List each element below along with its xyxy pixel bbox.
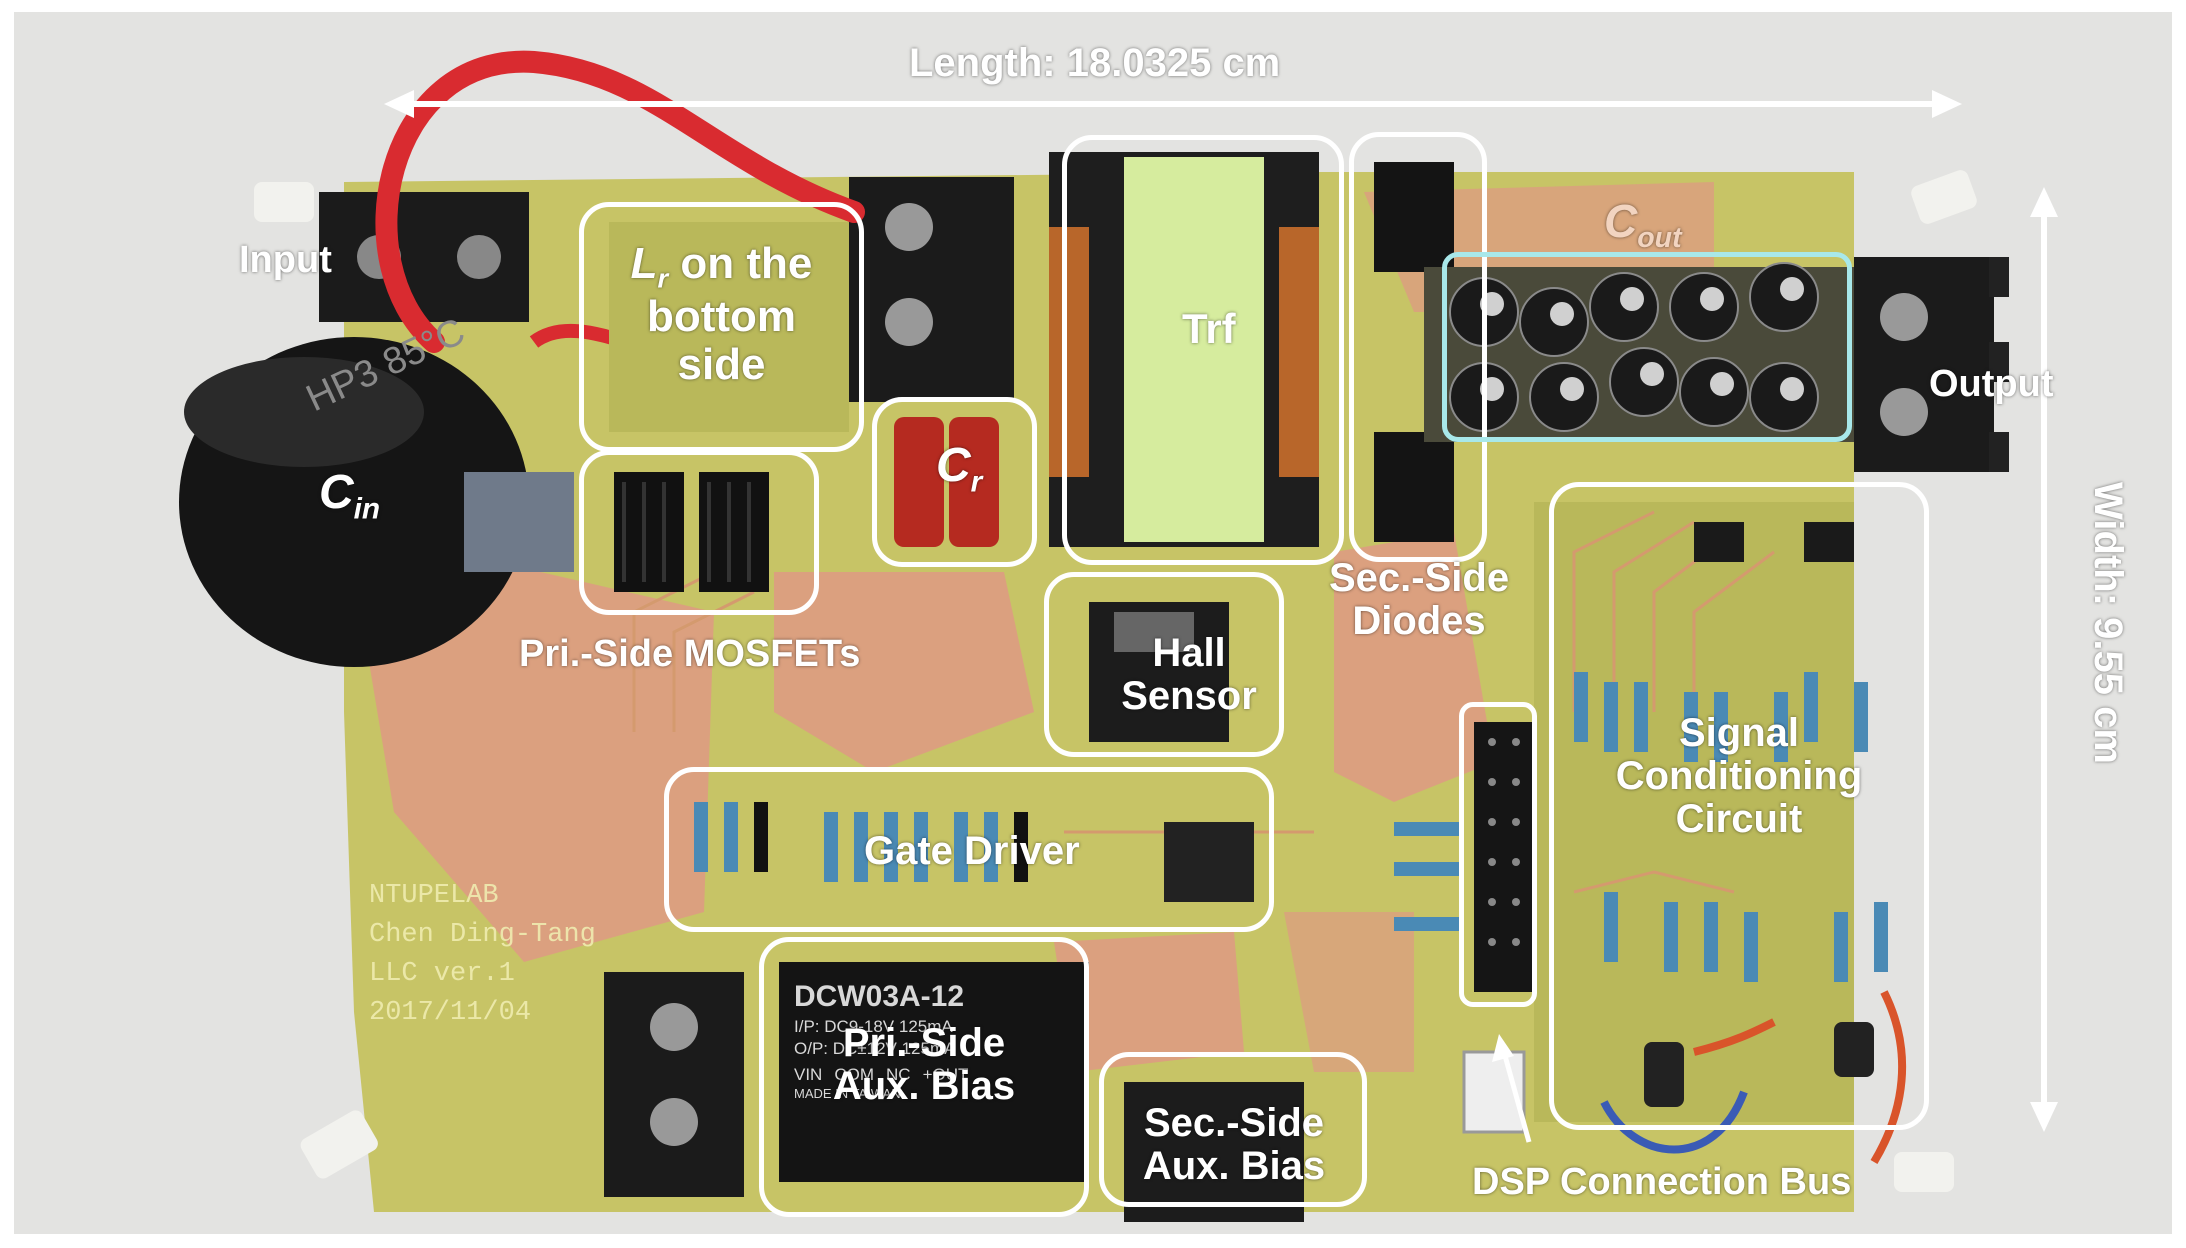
photo-frame: HP3 85°C <box>14 12 2172 1234</box>
sec-aux-text-2: Aux. Bias <box>1142 1144 1326 1189</box>
diodes-box <box>1349 132 1487 562</box>
gate-driver-parts <box>694 802 1254 902</box>
module-print: DCW03A-12 I/P: DC9-18V 125mA O/P: DC±12V… <box>794 977 1079 1103</box>
pri-aux-text-2: Aux. Bias <box>832 1064 1016 1109</box>
cout-label: Cout <box>1604 195 1682 254</box>
cr-label: Cr <box>936 440 982 499</box>
width-label: Width: 9.55 cm <box>2086 482 2130 764</box>
output-label: Output <box>1929 363 2054 405</box>
pri-aux-box <box>759 937 1089 1217</box>
signal-text-1: Signal <box>1678 711 1800 755</box>
cout-box <box>1442 252 1852 442</box>
hall-text-1: Hall <box>1152 631 1226 675</box>
output-terminal <box>1854 257 1994 472</box>
sec-aux-component <box>1124 1082 1304 1222</box>
jumper-wire <box>1870 990 1907 1165</box>
copper-pour <box>1334 532 1494 802</box>
copper-pour <box>354 552 714 962</box>
diode <box>1374 432 1454 542</box>
signal-area <box>1534 502 1854 1122</box>
lr-text-1: on the <box>680 239 813 288</box>
jumper-wire <box>1693 1018 1776 1056</box>
dsp-connector <box>1474 722 1534 992</box>
copper-pour <box>1284 912 1414 1072</box>
copper-pour <box>1054 932 1244 1072</box>
lr-box <box>579 202 864 452</box>
standoff <box>254 182 314 222</box>
dsp-label: DSP Connection Bus <box>1472 1161 1852 1203</box>
input-label: Input <box>239 239 332 281</box>
dsp-box <box>1459 702 1537 1007</box>
mosfets-box <box>579 450 819 615</box>
lr-text-2: bottom <box>646 292 797 341</box>
lr-symbol: L <box>630 239 658 288</box>
mosfets-label: Pri.-Side MOSFETs <box>519 633 861 675</box>
cr-box <box>872 397 1037 567</box>
cr-capacitor <box>894 417 944 547</box>
diodes-label: Sec.-Side Diodes <box>1329 556 1510 644</box>
trf-box <box>1062 135 1344 565</box>
lr-area <box>609 222 849 432</box>
cout-subscript: out <box>1637 221 1682 254</box>
lr-label: Lr on the bottom side <box>599 240 844 388</box>
diodes-text-2: Diodes <box>1352 599 1486 644</box>
copper-pour <box>774 572 1034 772</box>
cr-symbol: C <box>936 439 971 492</box>
standoff <box>1894 1152 1954 1192</box>
sec-aux-box <box>1099 1052 1367 1207</box>
sec-aux-label: Sec.-Side Aux. Bias <box>1114 1101 1354 1189</box>
hall-label: Hall Sensor <box>1104 631 1274 719</box>
signal-text-3: Circuit <box>1675 797 1803 842</box>
module-part: DCW03A-12 <box>794 980 965 1013</box>
pri-aux-label: Pri.-Side Aux. Bias <box>814 1021 1034 1109</box>
ic-chip <box>1804 522 1854 562</box>
module-com: COM <box>834 1065 875 1085</box>
cr-capacitor <box>949 417 999 547</box>
red-wire <box>375 50 865 353</box>
electrolytic-cap <box>1644 1042 1684 1107</box>
cout-symbol: C <box>1604 195 1638 247</box>
sec-aux-text-1: Sec.-Side <box>1143 1101 1325 1145</box>
standoff <box>300 1110 378 1179</box>
trf-label: Trf <box>1182 305 1236 352</box>
hall-text-2: Sensor <box>1121 674 1257 719</box>
aux-bias-module <box>779 962 1089 1182</box>
silkscreen: NTUPELAB Chen Ding-Tang LLC ver.1 2017/1… <box>369 877 596 1034</box>
module-nc: NC <box>886 1065 911 1085</box>
silk-line: LLC ver.1 <box>369 959 515 990</box>
lr-text-3: side <box>677 339 766 389</box>
gate-box <box>664 767 1274 932</box>
transformer-bobbin <box>1124 157 1264 542</box>
silk-line: Chen Ding-Tang <box>369 920 596 951</box>
electrolytic-cap <box>1834 1022 1874 1077</box>
cin-symbol: C <box>319 466 354 519</box>
cr-subscript: r <box>970 465 983 499</box>
signal-text-2: Conditioning <box>1615 754 1863 799</box>
dimension-arrows <box>384 90 2058 1143</box>
lr-subscript: r <box>657 262 669 294</box>
length-label: Length: 18.0325 cm <box>909 41 1281 85</box>
cin-label: Cin <box>319 467 380 526</box>
module-out-pin: +OUT <box>922 1065 969 1085</box>
jumper-wire <box>1600 1090 1748 1154</box>
diode <box>1374 162 1454 272</box>
cin-subscript: in <box>353 492 381 526</box>
signal-box <box>1549 482 1929 1130</box>
hall-box <box>1044 572 1284 757</box>
mid-terminal <box>849 177 1014 402</box>
standoff <box>1911 170 1977 224</box>
silk-line: NTUPELAB <box>369 881 499 911</box>
module-in: I/P: DC9-18V 125mA <box>794 1017 953 1036</box>
pcb-photo: HP3 85°C <box>179 50 2009 1222</box>
module-vin: VIN <box>794 1065 823 1085</box>
pri-aux-text-1: Pri.-Side <box>842 1021 1006 1065</box>
ic-chip <box>1694 522 1744 562</box>
module-made: MADE IN TAIWAN <box>794 1086 901 1102</box>
silk-line: 2017/11/04 <box>369 998 532 1029</box>
signal-label: Signal Conditioning Circuit <box>1569 711 1909 842</box>
module-out: O/P: DC±12V 125mA <box>794 1039 956 1059</box>
diodes-text-1: Sec.-Side <box>1329 556 1510 600</box>
gate-label: Gate Driver <box>864 829 1080 873</box>
